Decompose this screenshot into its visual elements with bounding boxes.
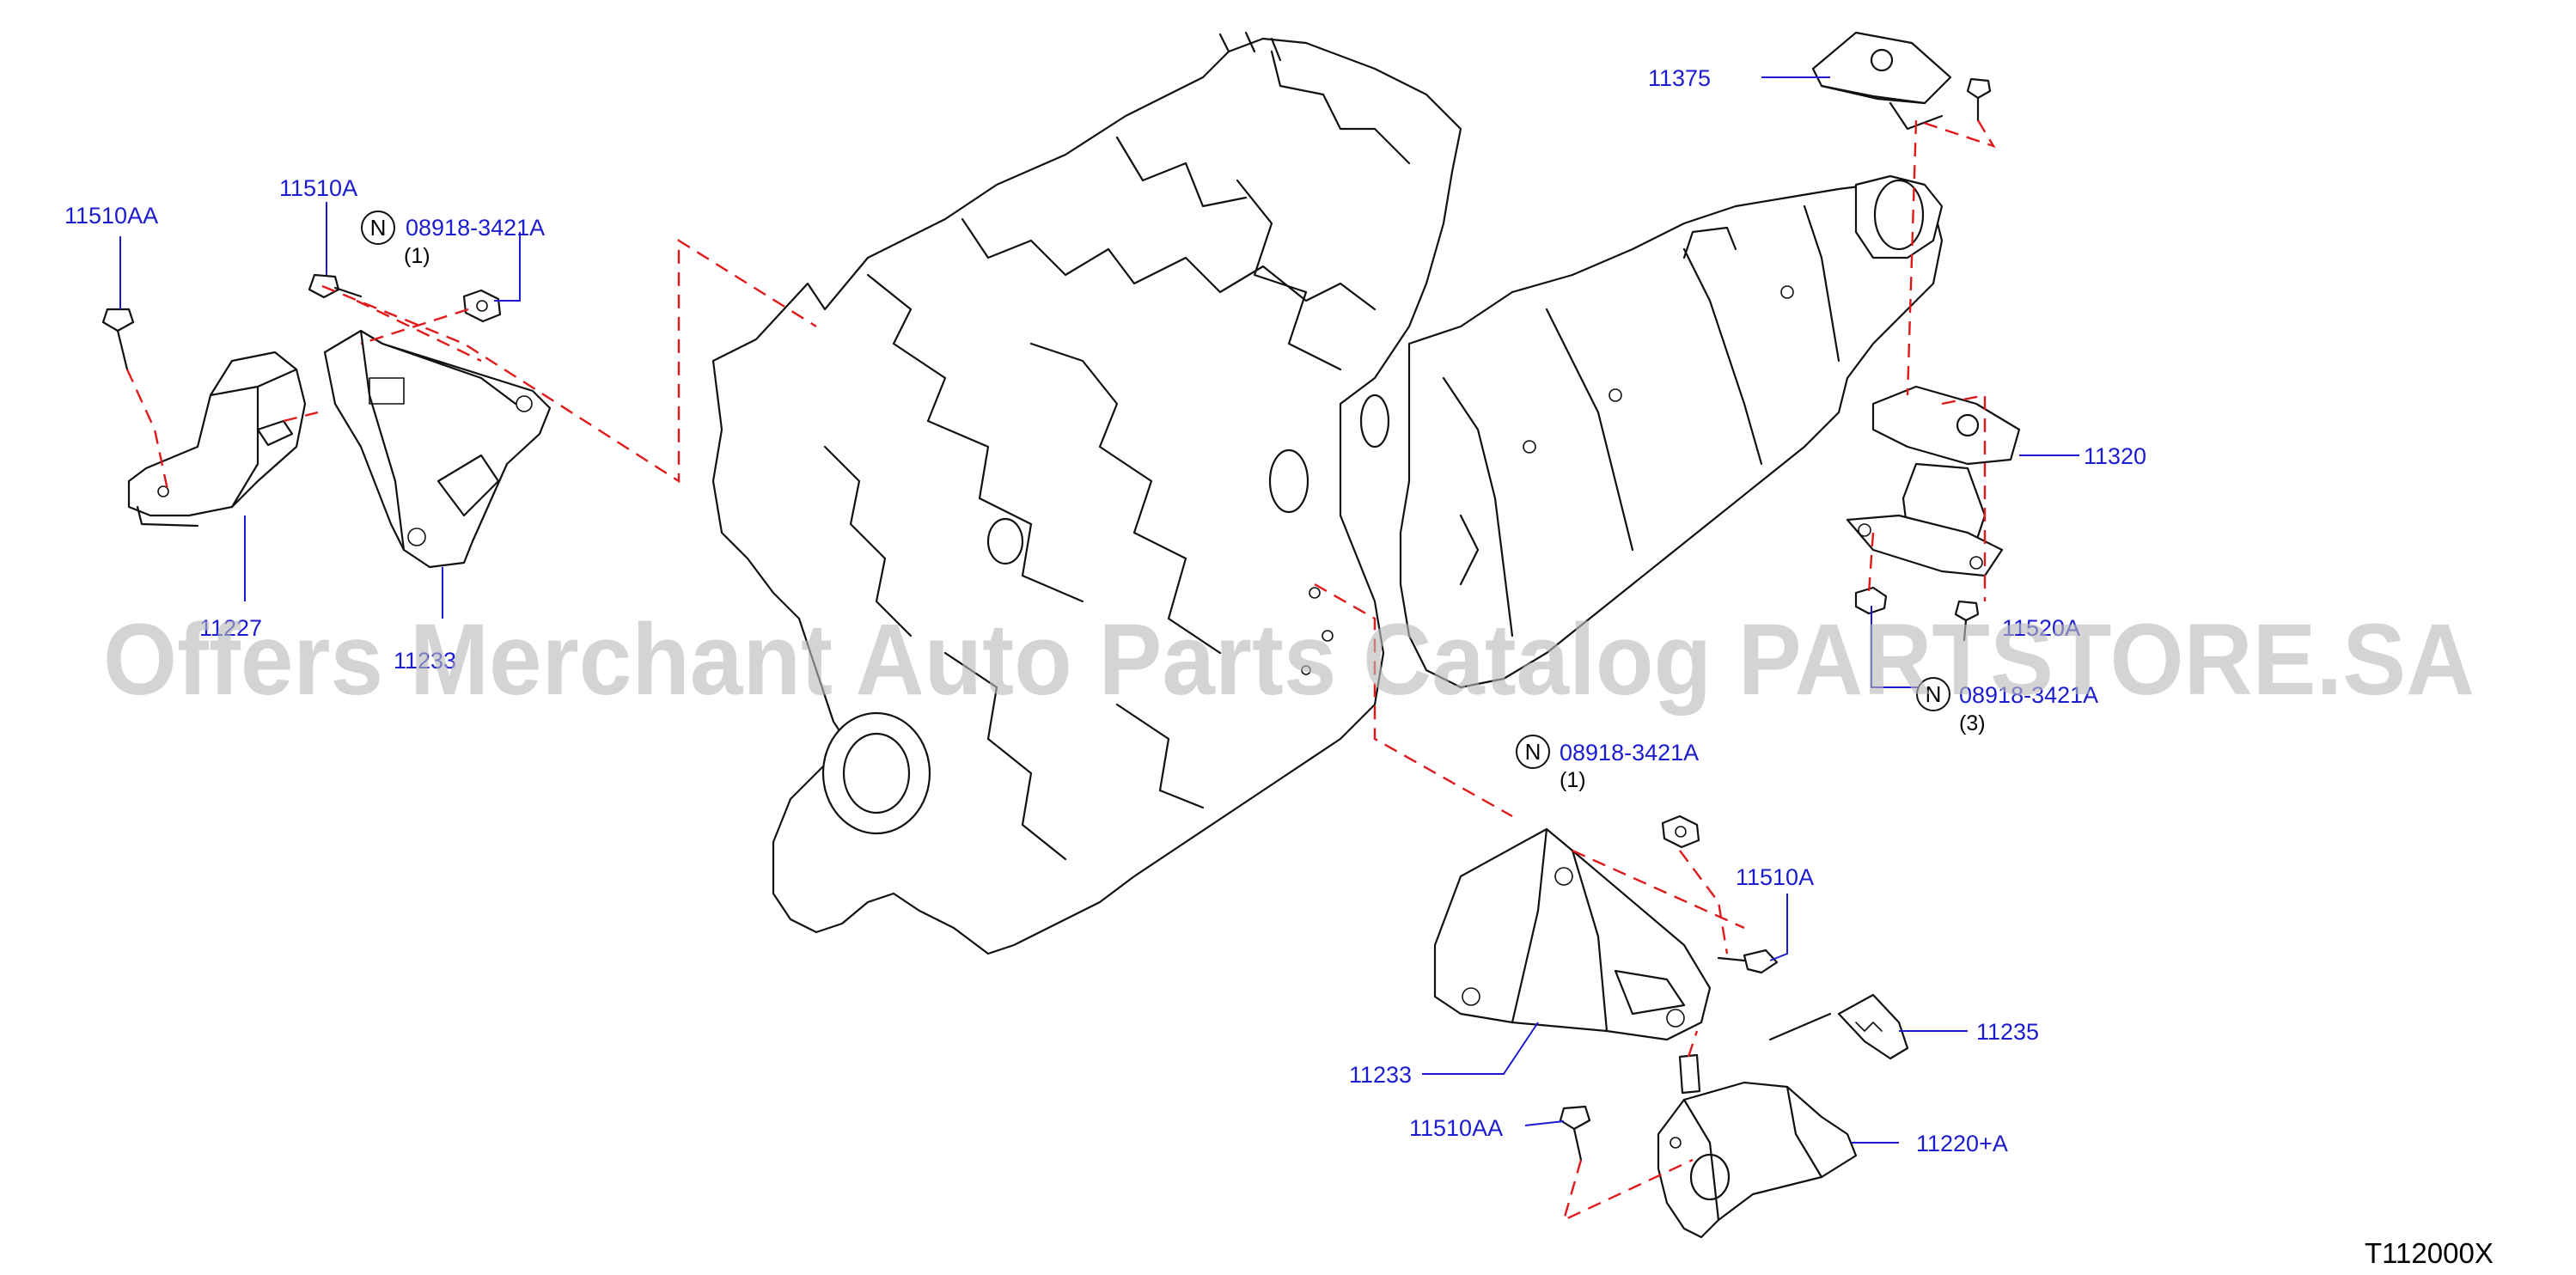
right-engine-mount-insulator [1657,1053,1858,1239]
leader-lines [119,76,2079,1144]
callout-right-nut-qty: (1) [1560,768,1586,792]
left-nut [462,289,502,323]
callout-left-bracket: 11233 [394,648,456,674]
left-bolt-aa [101,308,135,371]
rear-bolt [1954,600,1980,642]
callout-left-bolt-aa: 11510AA [64,203,158,229]
callout-rear-nut-code: 08918-3421A [1959,682,2098,708]
callout-left-insulator: 11227 [199,615,262,641]
callout-rear-bolt: 11520A [2002,615,2080,641]
callout-left-nut-qty: (1) [404,244,430,268]
rear-nut [1854,586,1888,615]
left-bolt-a [308,273,363,299]
callout-rear-nut-qty: (3) [1959,711,1986,735]
heat-shield [1768,993,1909,1060]
callout-right-bracket: 11233 [1349,1062,1412,1088]
callout-top-bracket: 11375 [1648,65,1711,91]
alignment-dashed-lines [125,119,1996,1223]
top-transmission-bracket [1811,31,1952,131]
transmission [1399,174,1944,689]
n-marker-left: N [361,210,395,245]
watermark-text: Offers Merchant Auto Parts Catalog PARTS… [103,603,2475,717]
top-bracket-bolt [1966,77,1992,122]
svg-text:N: N [1525,739,1541,765]
callout-left-bolt-a: 11510A [279,175,357,201]
engine-block [711,31,1462,955]
callout-right-bolt-aa: 11510AA [1409,1115,1503,1141]
callout-right-insulator: 11220+A [1916,1131,2008,1156]
left-engine-mount-insulator [127,351,307,528]
callout-right-nut-code: 08918-3421A [1560,740,1699,766]
right-bolt-a [1717,949,1779,974]
callout-rear-mount: 11320 [2084,443,2146,469]
rear-transmission-mount [1846,385,2021,577]
svg-text:N: N [370,215,387,241]
callout-heat-shield: 11235 [1976,1019,2039,1045]
callout-labels: 11510AA 11510A 08918-3421A (1) 11227 112… [64,65,2146,1156]
diagram-reference-code: T112000X [2365,1237,2494,1269]
n-marker-right: N [1516,735,1550,769]
n-marker-rear: N [1916,677,1950,711]
callout-left-nut-code: 08918-3421A [406,215,545,241]
right-bolt-aa [1559,1105,1591,1162]
right-nut [1661,814,1700,849]
svg-text:N: N [1926,681,1942,707]
callout-right-bolt-a: 11510A [1736,864,1814,890]
left-engine-mount-bracket [323,329,552,569]
right-engine-mount-bracket [1433,827,1712,1041]
